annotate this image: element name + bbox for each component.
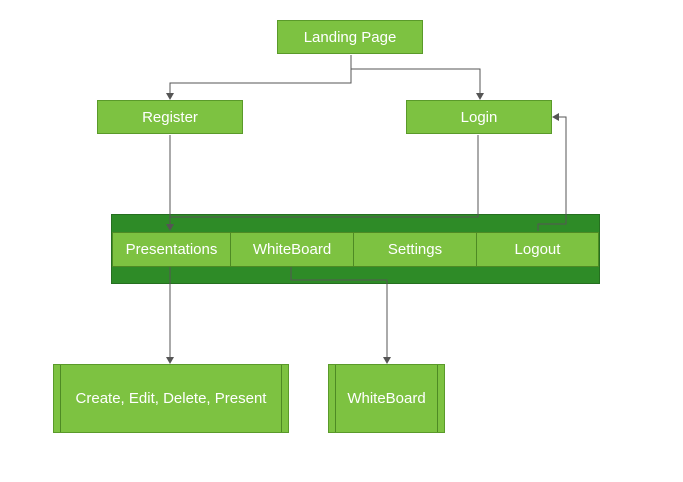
nav-item-whiteboard: WhiteBoard	[230, 232, 354, 267]
connector-login-navbar	[169, 135, 479, 226]
process-bar-left	[335, 365, 336, 432]
nav-item-logout: Logout	[476, 232, 599, 267]
register-label: Register	[142, 108, 198, 126]
whiteboard-page-node: WhiteBoard	[328, 364, 445, 433]
create-edit-delete-present-label: Create, Edit, Delete, Present	[75, 390, 267, 407]
nav-item-settings: Settings	[353, 232, 477, 267]
nav-item-presentations: Presentations	[112, 232, 231, 267]
nav-item-label: WhiteBoard	[252, 241, 332, 258]
connector-landing-login	[350, 55, 484, 100]
whiteboard-page-label: WhiteBoard	[347, 390, 426, 407]
nav-item-label: Settings	[387, 241, 443, 258]
landing-page-label: Landing Page	[303, 28, 397, 46]
process-bar-left	[60, 365, 61, 432]
connector-landing-register	[166, 55, 352, 100]
login-label: Login	[460, 108, 498, 126]
login-node: Login	[406, 100, 552, 134]
navigation-bar: Presentations WhiteBoard Settings Logout	[111, 214, 600, 284]
nav-item-label: Logout	[514, 241, 561, 258]
process-bar-right	[437, 365, 438, 432]
create-edit-delete-present-node: Create, Edit, Delete, Present	[53, 364, 289, 433]
landing-page-node: Landing Page	[277, 20, 423, 54]
register-node: Register	[97, 100, 243, 134]
nav-item-label: Presentations	[125, 241, 218, 258]
process-bar-right	[281, 365, 282, 432]
